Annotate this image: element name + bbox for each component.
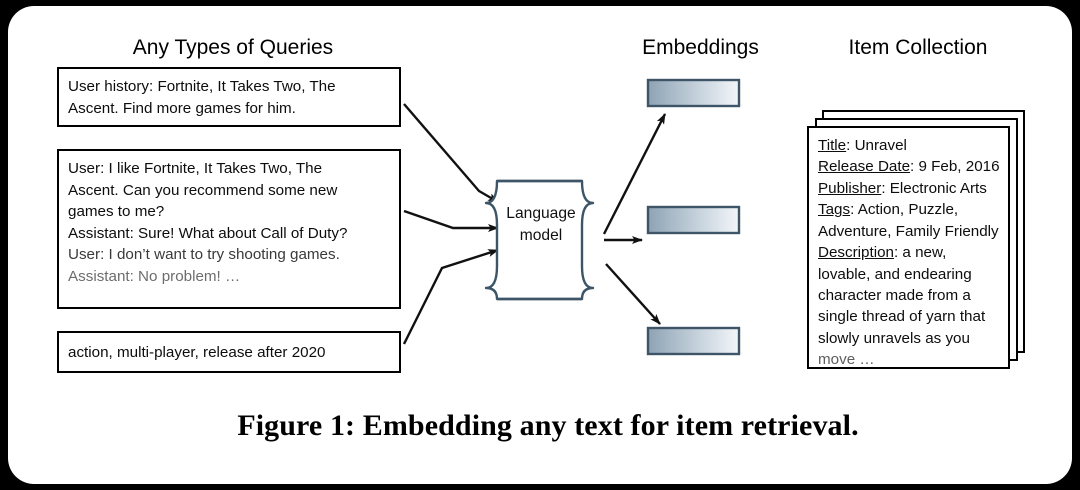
figure-caption: Figure 1: Embedding any text for item re… — [237, 409, 859, 442]
query-line: action, multi-player, release after 2020 — [68, 343, 326, 361]
item-description-line: slowly unravels as you — [818, 329, 970, 347]
item-field-label: Title — [818, 137, 847, 154]
item-field-label: Description — [818, 244, 894, 262]
embedding-vector-1 — [646, 78, 741, 108]
item-field-publisher: Publisher: Electronic Arts — [818, 178, 1000, 199]
item-description-line: lovable, and endearing — [818, 265, 972, 283]
query-line: User history: Fortnite, It Takes Two, Th… — [68, 78, 336, 95]
item-description-line: single thread of yarn that — [818, 308, 986, 326]
item-field-label: Publisher — [818, 179, 882, 197]
language-model-label: Language model — [486, 203, 596, 246]
item-field-tags: Tags: Action, Puzzle, — [818, 199, 1000, 220]
arrow-query-3-to-model — [402, 248, 499, 345]
arrow-model-to-embedding-1 — [602, 113, 667, 235]
embedding-vector-3 — [646, 326, 741, 356]
query-line: User: I don’t want to try shooting games… — [68, 246, 340, 264]
query-line: User: I like Fortnite, It Takes Two, The — [68, 160, 323, 177]
heading-item-collection: Item Collection — [848, 36, 988, 59]
query-line: Assistant: No problem! … — [68, 267, 241, 285]
query-line: Assistant: Sure! What about Call of Duty… — [68, 224, 348, 242]
language-model-label-line-1: Language — [506, 205, 576, 222]
heading-embeddings: Embeddings — [642, 36, 759, 59]
query-line: games to me? — [68, 203, 165, 221]
heading-any-types-of-queries: Any Types of Queries — [132, 36, 334, 59]
query-box-user-history: User history: Fortnite, It Takes Two, Th… — [57, 67, 401, 127]
item-description-line: character made from a — [818, 286, 971, 304]
item-card-front: Title: Unravel Release Date: 9 Feb, 2016… — [807, 126, 1010, 369]
item-field-label: Release Date — [818, 158, 911, 176]
arrow-query-2-to-model — [403, 209, 499, 232]
item-field-description: Description: a new, — [818, 242, 1000, 263]
item-field-title: Title: Unravel — [818, 135, 1000, 156]
item-field-value: : Electronic Arts — [881, 179, 987, 197]
arrow-query-1-to-model — [403, 103, 499, 204]
item-field-label: Tags — [818, 201, 851, 219]
query-box-conversation: User: I like Fortnite, It Takes Two, The… — [57, 149, 401, 309]
figure-panel: Any Types of Queries Embeddings Item Col… — [8, 6, 1072, 484]
item-field-value: : a new, — [893, 244, 947, 262]
query-box-attributes: action, multi-player, release after 2020 — [57, 331, 401, 373]
item-field-value: : Unravel — [846, 137, 907, 154]
language-model-label-line-2: model — [519, 226, 563, 244]
query-line: Ascent. Find more games for him. — [68, 99, 296, 117]
embedding-vector-2 — [646, 205, 741, 235]
item-field-value: : Action, Puzzle, — [850, 201, 959, 219]
query-line: Ascent. Can you recommend some new — [68, 181, 338, 199]
item-field-release-date: Release Date: 9 Feb, 2016 — [818, 156, 1000, 177]
arrow-model-to-embedding-3 — [605, 263, 661, 325]
connector-layer — [402, 78, 741, 356]
item-field-tags-continuation: Adventure, Family Friendly — [818, 222, 999, 240]
item-field-value: : 9 Feb, 2016 — [910, 158, 1000, 176]
item-description-tail: move … — [818, 351, 875, 369]
